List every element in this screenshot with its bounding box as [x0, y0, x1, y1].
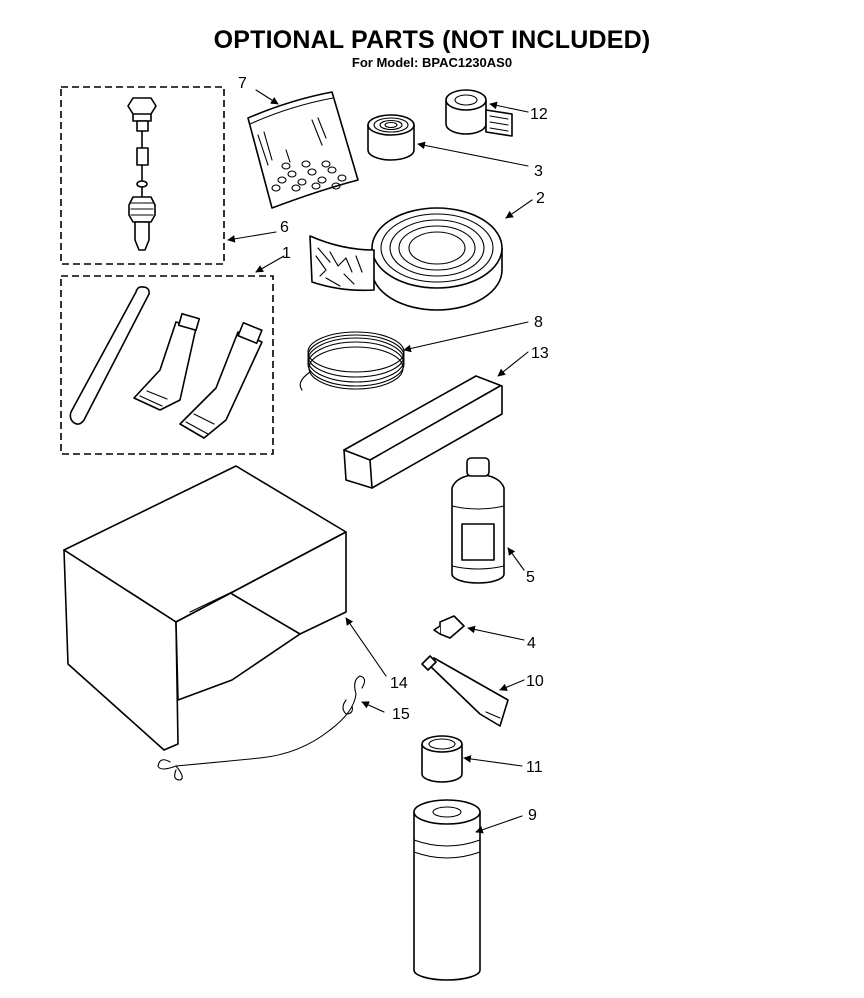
sealant-tube-icon: [179, 321, 263, 439]
cap-icon: [421, 744, 463, 783]
callout-8: 8: [534, 314, 543, 331]
part-1-kit-group: [60, 275, 274, 455]
rod-icon: [69, 286, 150, 425]
part-5-bottle: [451, 457, 505, 584]
part-11-cap: [421, 735, 463, 783]
callout-6: 6: [280, 219, 289, 236]
cord-icon: [175, 693, 357, 767]
part-3-tape-roll: [367, 114, 415, 161]
part-10-small-tube: [421, 655, 509, 727]
part-8-wire-coil: [299, 331, 405, 391]
callout-12: 12: [530, 106, 548, 123]
callout-leaders: [227, 89, 533, 834]
part-13-foam-block: [343, 375, 503, 489]
part-14-cover: [63, 465, 347, 751]
part-6-dashed-box: [60, 86, 225, 265]
part-6-valve-fitting-group: [60, 86, 225, 265]
part-2-insulation-roll: [309, 207, 503, 311]
diagram-title: OPTIONAL PARTS (NOT INCLUDED): [213, 26, 651, 54]
foam-block-icon: [343, 375, 503, 489]
callout-1: 1: [282, 245, 291, 262]
callout-9: 9: [528, 807, 537, 824]
callout-11: 11: [526, 759, 543, 776]
part-15-cord: [157, 675, 366, 781]
callout-7: 7: [238, 75, 247, 92]
part-9-aerosol-can: [413, 799, 481, 981]
fastener-bag-icon: [247, 91, 359, 209]
plug-icon: [439, 615, 465, 639]
part-4-plug: [433, 615, 465, 639]
part-12-foil-tape: [445, 89, 513, 137]
callout-5: 5: [526, 569, 535, 586]
callout-14: 14: [390, 675, 408, 692]
callout-2: 2: [536, 190, 545, 207]
aerosol-can-icon: [413, 812, 481, 981]
model-subtitle: For Model: BPAC1230AS0: [351, 55, 513, 70]
callout-4: 4: [527, 635, 536, 652]
part-1-dashed-box: [60, 275, 274, 455]
callout-3: 3: [534, 163, 543, 180]
grease-tube-icon: [133, 312, 201, 411]
callout-10: 10: [526, 673, 544, 690]
callout-13: 13: [531, 345, 549, 362]
valve-fitting-icon: [127, 97, 157, 251]
callout-labels: 7 12 3 2 6 1 8 13 5 4 10 14 15 11 9: [238, 75, 549, 824]
callout-15: 15: [392, 706, 410, 723]
part-7-fastener-bag: [247, 91, 359, 209]
